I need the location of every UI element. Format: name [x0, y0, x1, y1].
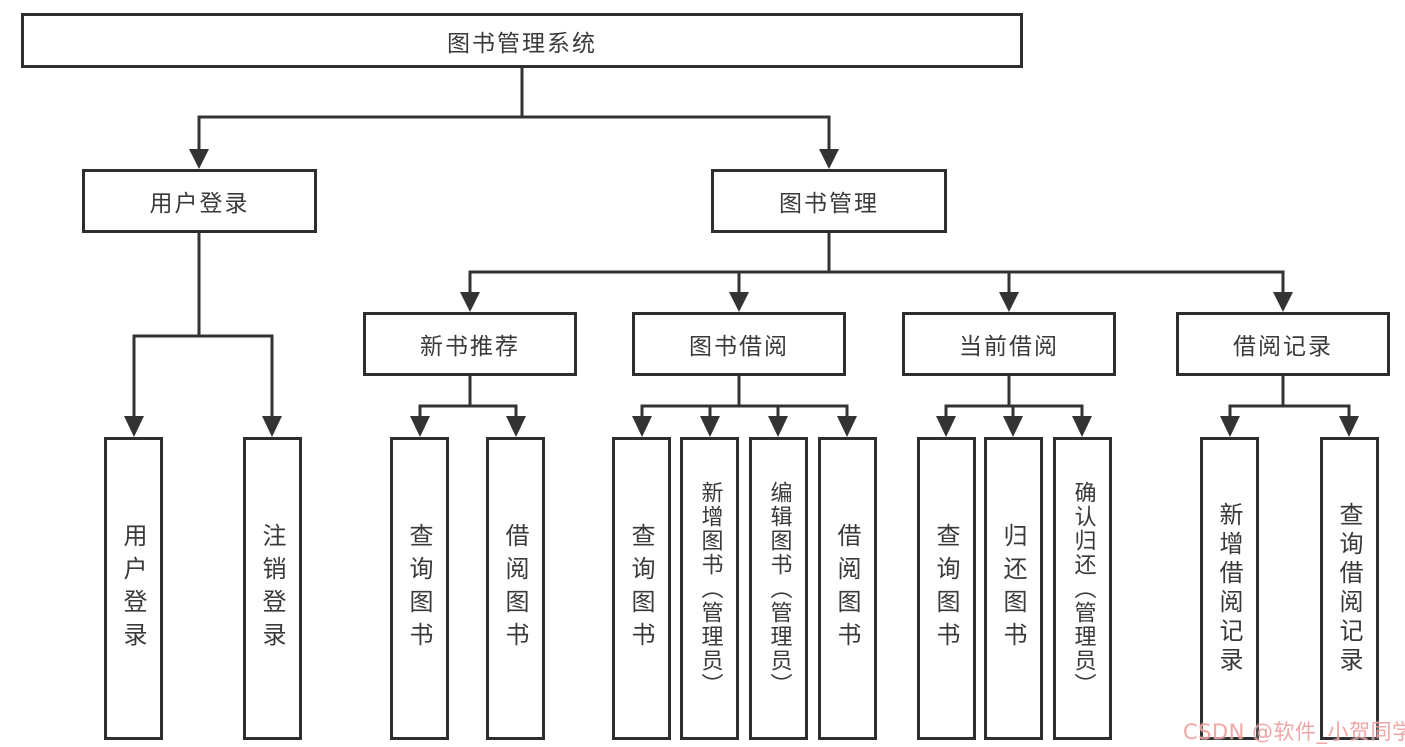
connector-new-book-split	[418, 374, 518, 408]
node-root-label: 图书管理系统	[447, 30, 597, 57]
leaf-user-login-label: 用户登录	[119, 522, 147, 655]
leaf-confirm-return-admin: 确认归还（管理员）	[1053, 437, 1112, 740]
leaf-edit-books-admin: 编辑图书（管理员）	[749, 437, 808, 740]
arrowhead-new-book	[460, 292, 480, 312]
arrowhead-leaf-bb-3	[768, 416, 788, 437]
leaf-add-borrow-record-label: 新增借阅记录	[1215, 501, 1243, 676]
leaf-add-books-admin: 新增图书（管理员）	[680, 437, 739, 740]
connector-user-login-split	[132, 231, 274, 338]
arrowhead-leaf-br-2	[1339, 416, 1359, 437]
node-book-management: 图书管理	[711, 169, 947, 233]
node-user-login: 用户登录	[82, 169, 317, 233]
leaf-return-books-label: 归还图书	[999, 522, 1027, 655]
arrowhead-leaf-cb-1	[936, 416, 956, 437]
arrowhead-leaf-nb-1	[410, 416, 430, 437]
leaf-borrow-query-books: 查询图书	[612, 437, 671, 740]
node-book-management-label: 图书管理	[779, 191, 879, 217]
node-new-book-recommend: 新书推荐	[363, 312, 577, 376]
leaf-logout-label: 注销登录	[258, 522, 286, 655]
arrowhead-book-borrow	[729, 292, 749, 312]
arrowhead-leaf-cb-3	[1072, 416, 1092, 437]
leaf-logout: 注销登录	[243, 437, 302, 740]
arrowhead-user-login	[189, 149, 209, 169]
node-new-book-recommend-label: 新书推荐	[420, 334, 520, 360]
arrowhead-current-borrow	[999, 292, 1019, 312]
leaf-newbook-query-books-label: 查询图书	[405, 522, 433, 655]
leaf-user-login: 用户登录	[104, 437, 163, 740]
node-current-borrow: 当前借阅	[902, 312, 1116, 376]
leaf-add-borrow-record: 新增借阅记录	[1200, 437, 1259, 740]
arrowhead-leaf-nb-2	[506, 416, 526, 437]
leaf-newbook-borrow-books: 借阅图书	[486, 437, 545, 740]
leaf-add-books-admin-label: 新增图书（管理员）	[697, 480, 723, 697]
arrowhead-leaf-br-1	[1220, 416, 1240, 437]
connector-current-borrow-split	[944, 374, 1084, 408]
node-borrow-records: 借阅记录	[1176, 312, 1390, 376]
node-book-borrow-label: 图书借阅	[689, 334, 789, 360]
leaf-newbook-query-books: 查询图书	[390, 437, 449, 740]
leaf-current-query-books: 查询图书	[917, 437, 976, 740]
leaf-return-books: 归还图书	[984, 437, 1043, 740]
arrowhead-leaf-user-1	[124, 416, 144, 437]
csdn-watermark-text: CSDN @软件_小贺同学	[1183, 720, 1405, 744]
node-borrow-records-label: 借阅记录	[1233, 334, 1333, 360]
leaf-borrow-books-label: 借阅图书	[833, 522, 861, 655]
csdn-watermark: CSDN @软件_小贺同学	[1183, 716, 1405, 746]
leaf-edit-books-admin-label: 编辑图书（管理员）	[766, 480, 792, 697]
leaf-query-borrow-record: 查询借阅记录	[1320, 437, 1379, 740]
connector-book-borrow-split	[640, 374, 849, 408]
arrowhead-leaf-bb-2	[700, 416, 720, 437]
node-root-library-system: 图书管理系统	[21, 13, 1023, 68]
arrowhead-leaf-bb-4	[837, 416, 857, 437]
connector-root-to-level2	[197, 66, 831, 119]
node-current-borrow-label: 当前借阅	[959, 334, 1059, 360]
leaf-newbook-borrow-books-label: 借阅图书	[501, 522, 529, 655]
arrowhead-leaf-bb-1	[632, 416, 652, 437]
connector-bookmgmt-to-level3	[468, 231, 1285, 274]
node-user-login-label: 用户登录	[149, 191, 250, 217]
connector-borrow-records-split	[1228, 374, 1351, 408]
leaf-query-borrow-record-label: 查询借阅记录	[1335, 501, 1363, 676]
leaf-borrow-query-books-label: 查询图书	[627, 522, 655, 655]
node-book-borrow: 图书借阅	[632, 312, 846, 376]
leaf-current-query-books-label: 查询图书	[932, 522, 960, 655]
leaf-borrow-books: 借阅图书	[818, 437, 877, 740]
arrowhead-book-mgmt	[819, 149, 839, 169]
arrowhead-borrow-records	[1273, 292, 1293, 312]
arrowhead-leaf-user-2	[262, 416, 282, 437]
leaf-confirm-return-admin-label: 确认归还（管理员）	[1070, 480, 1096, 697]
arrowhead-leaf-cb-2	[1003, 416, 1023, 437]
